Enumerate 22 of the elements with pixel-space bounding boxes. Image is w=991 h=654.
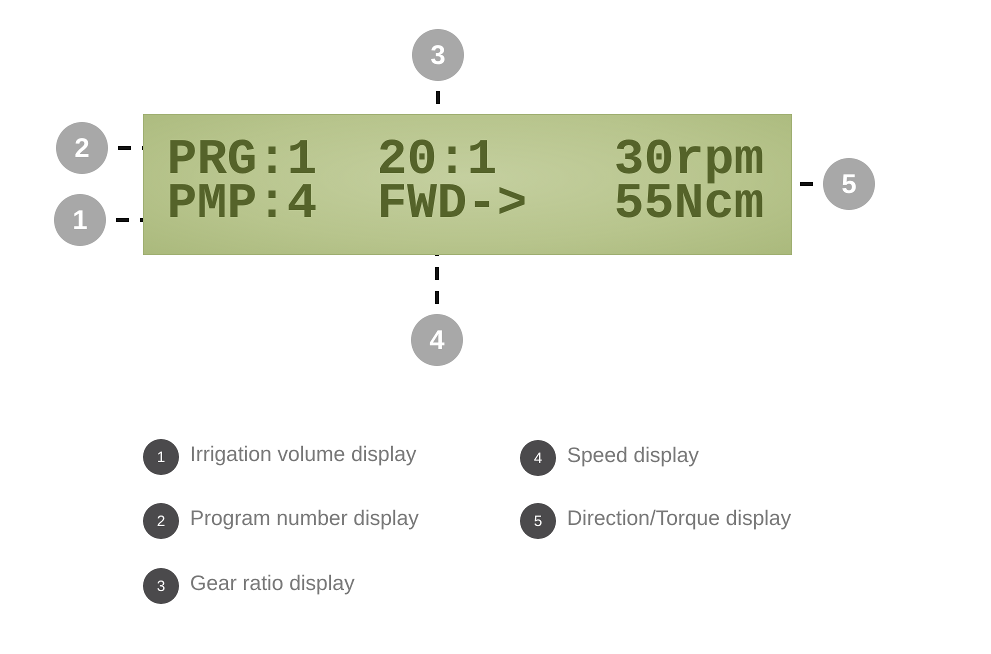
key-number: 4 xyxy=(520,440,556,476)
callout-number: 5 xyxy=(823,158,875,210)
callout-number: 1 xyxy=(54,194,106,246)
lcd-readout: FWD-> xyxy=(377,184,528,226)
lcd-readout: 20:1 xyxy=(377,140,498,182)
callout-number: 3 xyxy=(412,29,464,81)
key-description: Gear ratio display xyxy=(190,571,355,597)
key-description: Speed display xyxy=(567,443,699,469)
key-description: Program number display xyxy=(190,506,419,532)
key-description: Irrigation volume display xyxy=(190,442,416,468)
key-description: Direction/Torque display xyxy=(567,506,792,532)
lcd-screen xyxy=(143,114,792,255)
lcd-readout: 55Ncm xyxy=(614,184,764,226)
callout-number: 4 xyxy=(411,314,463,366)
key-number: 5 xyxy=(520,503,556,539)
key-number: 2 xyxy=(143,503,179,539)
lcd-readout: PMP:4 xyxy=(167,184,318,226)
key-number: 3 xyxy=(143,568,179,604)
lcd-readout: 30rpm xyxy=(614,140,764,182)
key-number: 1 xyxy=(143,439,179,475)
lcd-readout: PRG:1 xyxy=(167,140,318,182)
callout-number: 2 xyxy=(56,122,108,174)
